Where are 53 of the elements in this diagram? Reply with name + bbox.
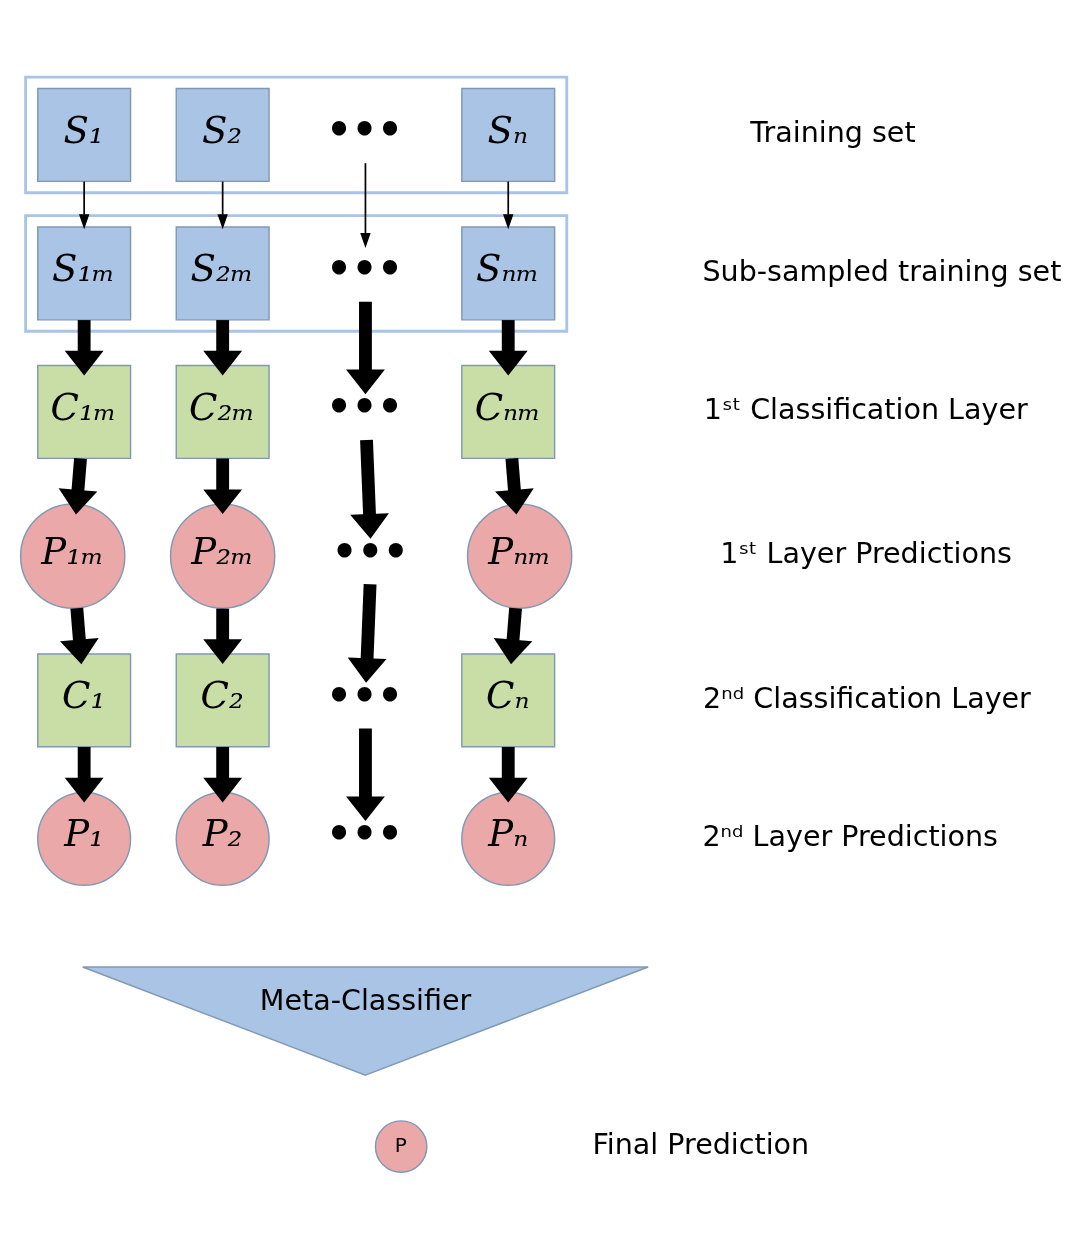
node-box: S₁ₘ <box>37 226 132 321</box>
label: 1ˢᵗ Layer Predictions <box>720 536 1012 571</box>
node-circle: P₂ <box>175 791 270 886</box>
node-text: ••• <box>326 671 403 718</box>
node-text: ••• <box>331 527 409 574</box>
node-text: ••• <box>326 810 403 857</box>
arrow <box>346 301 385 395</box>
node-circle: Pₙₘ <box>466 503 573 609</box>
arrow <box>347 583 387 683</box>
arrow <box>360 162 371 248</box>
node-circle: P <box>374 1120 428 1173</box>
arrow <box>203 746 243 803</box>
node-text: ••• <box>326 244 403 291</box>
label: 1ˢᵗ Classification Layer <box>703 392 1028 427</box>
node-box: C₂ <box>175 653 270 748</box>
arrow <box>488 320 528 376</box>
node-circle: P₁ <box>37 791 132 886</box>
node-box: S₂ₘ <box>175 226 270 321</box>
arrow <box>64 320 104 376</box>
label: Sub-sampled training set <box>702 253 1062 288</box>
node-box: C₁ₘ <box>37 364 132 460</box>
node-box: S₂ <box>175 87 270 183</box>
node-box: Cₙₘ <box>461 364 556 460</box>
node-text: ••• <box>326 106 403 153</box>
arrow <box>493 607 533 665</box>
arrow <box>64 746 104 803</box>
node-circle: P₂ₘ <box>169 503 276 609</box>
node-box: Sₙₘ <box>461 226 556 321</box>
node-box: C₁ <box>37 653 132 748</box>
node-text: ••• <box>326 383 403 430</box>
cluster <box>24 75 569 195</box>
arrow <box>488 746 528 803</box>
arrow <box>78 180 90 230</box>
node-box: C₂ₘ <box>175 364 270 460</box>
arrow <box>203 320 243 376</box>
node-circle: Pₙ <box>461 791 556 886</box>
label: 2ⁿᵈ Classification Layer <box>703 680 1031 715</box>
arrow <box>217 180 228 230</box>
arrow <box>203 458 243 515</box>
label: Training set <box>750 115 916 150</box>
node-box: Cₙ <box>461 653 556 748</box>
label: Final Prediction <box>592 1126 810 1161</box>
arrow <box>58 458 98 515</box>
arrow <box>346 728 385 822</box>
arrow <box>60 607 99 665</box>
node-circle: P₁ₘ <box>19 503 126 609</box>
arrow <box>495 458 534 515</box>
label: 2ⁿᵈ Layer Predictions <box>702 819 998 854</box>
arrow <box>350 439 389 539</box>
arrow <box>503 180 514 230</box>
node-box: S₁ <box>37 87 132 183</box>
arrow <box>203 608 243 664</box>
node-box: Sₙ <box>461 87 556 183</box>
